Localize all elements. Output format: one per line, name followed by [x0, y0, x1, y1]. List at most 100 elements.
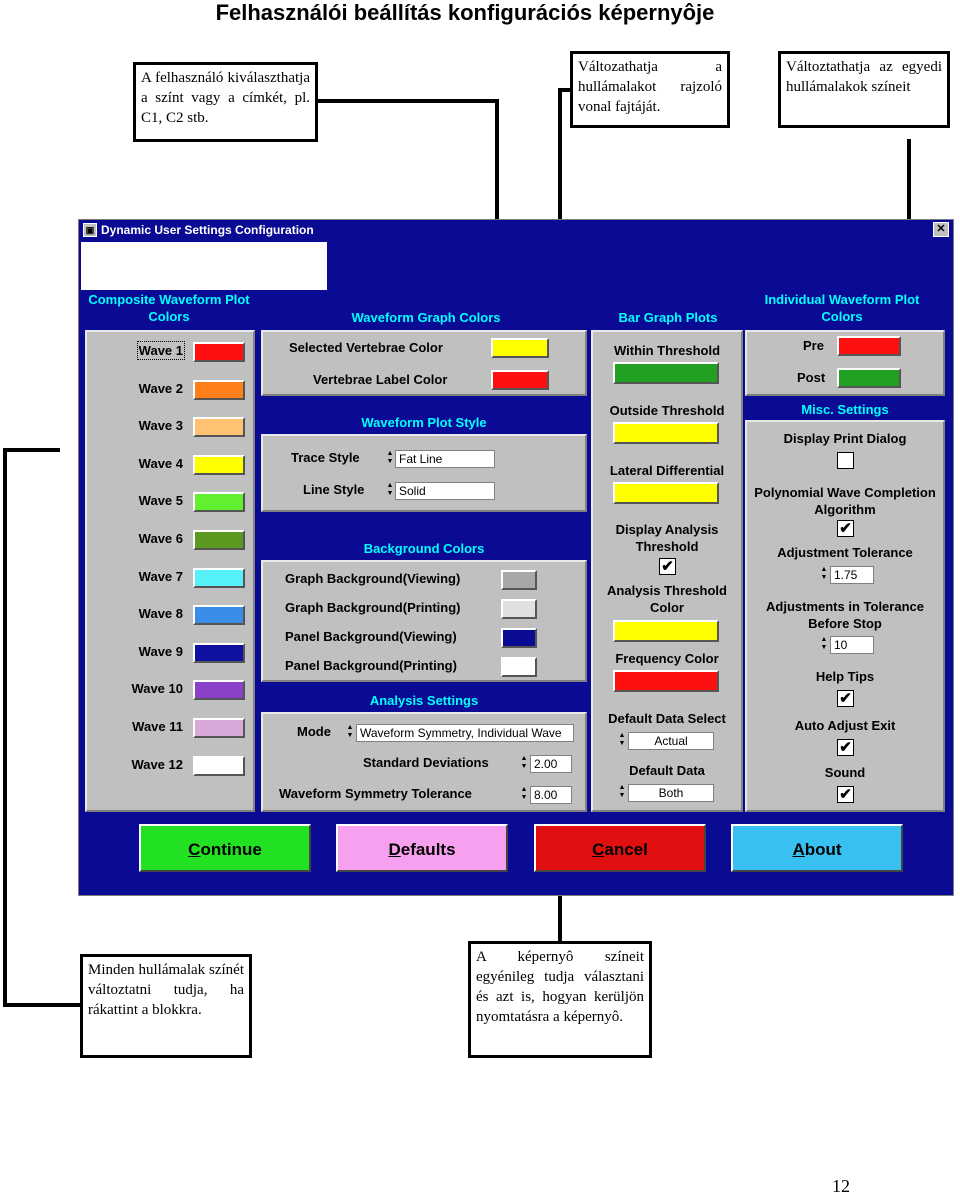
- auto-adjust-checkbox[interactable]: ✔: [837, 739, 854, 756]
- close-button[interactable]: ✕: [933, 222, 949, 237]
- background-color-swatch[interactable]: [501, 599, 537, 619]
- mode-label: Mode: [297, 724, 331, 739]
- wave-label: Wave 2: [138, 380, 183, 396]
- background-color-swatch[interactable]: [501, 570, 537, 590]
- pre-swatch[interactable]: [837, 336, 901, 356]
- cancel-button-label: ancel: [604, 840, 648, 859]
- help-tips-label: Help Tips: [815, 669, 875, 684]
- defaults-button-accel: D: [388, 840, 401, 859]
- blank-area: [81, 242, 327, 290]
- wave-color-swatch[interactable]: [193, 755, 245, 776]
- adj-tolerance-spinner[interactable]: ▲▼: [820, 566, 828, 581]
- bar-graph-header: Bar Graph Plots: [618, 310, 718, 325]
- wave-label: Wave 4: [138, 455, 183, 471]
- frequency-color-swatch[interactable]: [613, 670, 719, 692]
- plot-style-panel: Trace Style ▲▼ Fat Line Line Style ▲▼ So…: [261, 434, 587, 512]
- mode-field[interactable]: Waveform Symmetry, Individual Wave: [356, 724, 574, 742]
- window-titlebar: ▣ Dynamic User Settings Configuration ✕: [79, 220, 953, 240]
- print-dialog-checkbox[interactable]: [837, 452, 854, 469]
- tolerance-label: Waveform Symmetry Tolerance: [279, 786, 472, 801]
- std-dev-field[interactable]: 2.00: [530, 755, 572, 773]
- continue-button-label: ontinue: [200, 840, 262, 859]
- connector-line: [3, 448, 60, 452]
- cancel-button[interactable]: Cancel: [534, 824, 706, 872]
- polynomial-checkbox[interactable]: ✔: [837, 520, 854, 537]
- connector-line: [318, 99, 498, 103]
- line-style-field[interactable]: Solid: [395, 482, 495, 500]
- background-item-label: Graph Background(Printing): [285, 600, 461, 615]
- default-select-field[interactable]: Actual: [628, 732, 714, 750]
- wave-color-swatch[interactable]: [193, 718, 245, 738]
- auto-adjust-label: Auto Adjust Exit: [794, 718, 896, 733]
- default-data-spinner[interactable]: ▲▼: [618, 784, 626, 799]
- mode-spinner[interactable]: ▲▼: [346, 724, 354, 739]
- misc-header: Misc. Settings: [801, 402, 889, 417]
- lateral-differential-swatch[interactable]: [613, 482, 719, 504]
- wave-color-swatch[interactable]: [193, 342, 245, 362]
- display-threshold-checkbox[interactable]: ✔: [659, 558, 676, 575]
- wave-label: Wave 7: [138, 568, 183, 584]
- analysis-panel: Mode ▲▼ Waveform Symmetry, Individual Wa…: [261, 712, 587, 812]
- adj-tolerance-label: Adjustment Tolerance: [777, 545, 913, 560]
- trace-style-label: Trace Style: [291, 450, 360, 465]
- background-color-swatch[interactable]: [501, 657, 537, 677]
- sound-checkbox[interactable]: ✔: [837, 786, 854, 803]
- polynomial-label: Polynomial Wave Completion Algorithm: [754, 485, 936, 517]
- tolerance-field[interactable]: 8.00: [530, 786, 572, 804]
- wave-color-swatch[interactable]: [193, 605, 245, 626]
- wave-color-swatch[interactable]: [193, 680, 245, 701]
- about-button[interactable]: About: [731, 824, 903, 872]
- wave-color-swatch[interactable]: [193, 454, 245, 475]
- adj-before-stop-spinner[interactable]: ▲▼: [820, 636, 828, 651]
- tolerance-spinner[interactable]: ▲▼: [520, 786, 528, 801]
- trace-style-spinner[interactable]: ▲▼: [386, 450, 394, 465]
- background-color-swatch[interactable]: [501, 628, 537, 648]
- default-data-label: Default Data: [629, 763, 705, 778]
- outside-threshold-label: Outside Threshold: [609, 403, 725, 418]
- threshold-color-swatch[interactable]: [613, 620, 719, 642]
- background-panel: Graph Background(Viewing) Graph Backgroun…: [261, 560, 587, 682]
- selected-vertebrae-swatch[interactable]: [491, 338, 549, 358]
- page-number: 12: [832, 1176, 850, 1194]
- wave-label: Wave 11: [132, 719, 183, 734]
- wave-label: Wave 5: [138, 493, 183, 509]
- vertebrae-label-swatch[interactable]: [491, 370, 549, 390]
- note-label-color: A felhasználó kiválaszthatja a színt vag…: [133, 62, 318, 142]
- within-threshold-swatch[interactable]: [613, 362, 719, 384]
- note-wave-colors: Minden hullámalak színét változtatni tud…: [80, 954, 252, 1058]
- trace-style-field[interactable]: Fat Line: [395, 450, 495, 468]
- defaults-button-label: efaults: [400, 840, 456, 859]
- continue-button[interactable]: Continue: [139, 824, 311, 872]
- wave-color-swatch[interactable]: [193, 567, 245, 588]
- wave-color-swatch[interactable]: [193, 492, 245, 513]
- adj-before-stop-field[interactable]: 10: [830, 636, 874, 654]
- composite-header: Composite Waveform Plot Colors: [88, 292, 250, 324]
- background-item-label: Graph Background(Viewing): [285, 571, 461, 586]
- line-style-label: Line Style: [303, 482, 365, 497]
- std-dev-label: Standard Deviations: [363, 755, 489, 770]
- connector-line: [495, 99, 499, 246]
- std-dev-spinner[interactable]: ▲▼: [520, 755, 528, 770]
- wave-color-swatch[interactable]: [193, 417, 245, 438]
- bar-graph-panel: Within Threshold Outside Threshold Later…: [591, 330, 743, 812]
- continue-button-accel: C: [188, 840, 201, 859]
- wave-color-swatch[interactable]: [193, 530, 245, 550]
- default-data-field[interactable]: Both: [628, 784, 714, 802]
- analysis-header: Analysis Settings: [369, 693, 479, 708]
- defaults-button[interactable]: Defaults: [336, 824, 508, 872]
- selected-vertebrae-label: Selected Vertebrae Color: [289, 340, 443, 355]
- wave-color-swatch[interactable]: [193, 379, 245, 400]
- outside-threshold-swatch[interactable]: [613, 422, 719, 444]
- help-tips-checkbox[interactable]: ✔: [837, 690, 854, 707]
- app-icon: ▣: [83, 223, 97, 237]
- adj-tolerance-field[interactable]: 1.75: [830, 566, 874, 584]
- connector-line: [3, 448, 7, 1006]
- post-swatch[interactable]: [837, 368, 901, 388]
- cancel-button-accel: C: [592, 840, 605, 859]
- default-select-spinner[interactable]: ▲▼: [618, 732, 626, 747]
- default-select-label: Default Data Select: [608, 711, 726, 726]
- vertebrae-label-label: Vertebrae Label Color: [313, 372, 448, 387]
- graph-colors-panel: Selected Vertebrae Color Vertebrae Label…: [261, 330, 587, 396]
- wave-color-swatch[interactable]: [193, 642, 245, 663]
- line-style-spinner[interactable]: ▲▼: [386, 482, 394, 497]
